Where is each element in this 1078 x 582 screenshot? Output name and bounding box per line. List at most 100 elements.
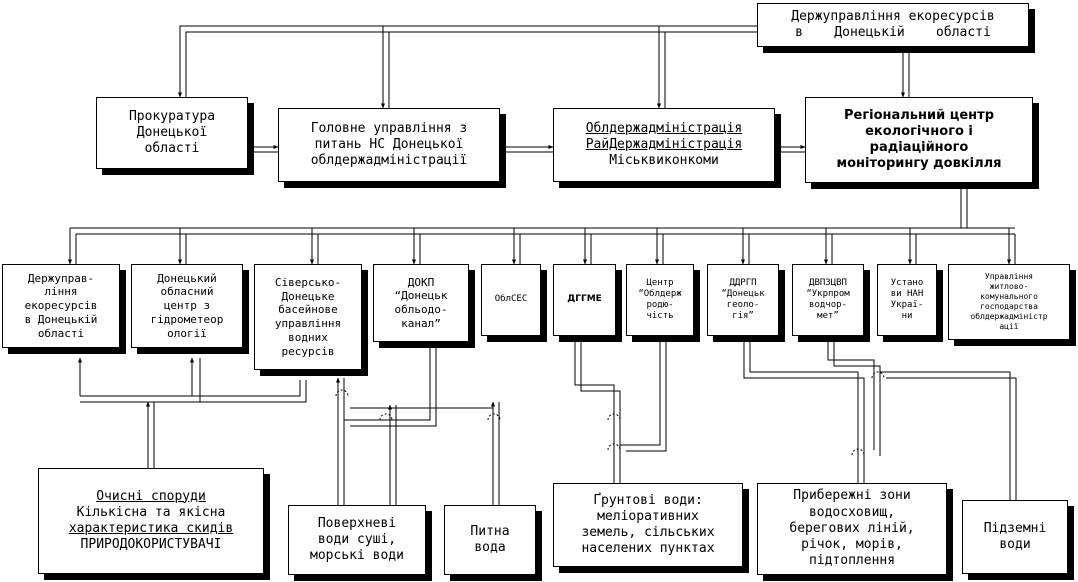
box-text: ви НАН: [890, 288, 924, 299]
box-text: Прокуратура: [128, 108, 216, 124]
box-text: в Донецькій: [24, 312, 98, 326]
box-text: ації: [999, 322, 1019, 331]
box-text: “Донецьк: [394, 289, 448, 303]
box-derzhupr-oblast-top: Держуправління екоресурсів в Донецькій о…: [757, 3, 1029, 47]
box-text: господарства: [980, 302, 1038, 311]
box-text: водосховищ,: [808, 504, 896, 520]
box-text: ОблСЕС: [494, 294, 528, 305]
box-text: морські води: [310, 548, 404, 564]
box-text: геоло-: [726, 300, 760, 310]
box-text: ресурсів: [281, 344, 335, 358]
box-prokuratura: Прокуратура Донецької області: [96, 97, 248, 169]
box-nan-institutions: Устано ви НАН Украї- ни: [877, 264, 937, 336]
box-text: “Донецьк: [721, 288, 765, 299]
box-surface-water: Поверхневі води суші, морські води: [288, 505, 426, 575]
box-text: “Укрпром: [806, 288, 850, 299]
box-text: меліоративних: [597, 508, 699, 524]
box-text: Управління: [984, 272, 1034, 281]
box-ground-water: Ґрунтові води: меліоративних земель, сіл…: [553, 483, 743, 567]
box-coastal-zones: Прибережні зони водосховищ, берегових лі…: [757, 483, 947, 575]
box-text: Украї-: [890, 300, 924, 310]
box-text: центр з: [163, 299, 211, 313]
box-derzhupr-ekoresursiv: Держуправ- ління екоресурсів в Донецькій…: [2, 264, 120, 348]
box-text: питань НС Донецької: [314, 136, 464, 152]
box-text: чість: [646, 311, 674, 322]
box-hydrometeo-center: Донецький обласний центр з гідрометеор о…: [131, 264, 243, 348]
box-drinking-water: Питна вода: [444, 505, 536, 575]
box-text: населених пунктах: [581, 541, 715, 557]
box-text: Кількісна та якісна: [76, 504, 226, 520]
box-text: ПРИРОДОКОРИСТУВАЧІ: [80, 537, 222, 553]
box-text: Донецьке: [281, 289, 335, 303]
box-text: області: [37, 326, 85, 340]
box-text: Устано: [890, 277, 924, 288]
box-text: екоресурсів: [24, 299, 98, 313]
box-text: Прибережні зони: [793, 488, 911, 504]
box-text: річок, морів,: [801, 537, 903, 553]
box-text: обльодо-: [394, 303, 448, 316]
box-text: родю-: [646, 300, 674, 310]
box-obldadministratsiya: Облдержадміністрація РайДержадміністраці…: [553, 108, 775, 182]
box-text: облдержадміністрації: [310, 153, 468, 169]
box-regional-center: Регіональний центр екологічного і радіац…: [805, 97, 1033, 183]
box-text: радіаційного: [869, 140, 969, 155]
box-ddrgp: ДДРГП “Донецьк геоло- гія”: [707, 264, 779, 336]
box-text: управління: [274, 317, 342, 330]
box-oblses: ОблСЕС: [481, 264, 541, 336]
box-dokp: ДОКП “Донецьк обльодо- канал”: [373, 264, 469, 342]
box-text: Очисні споруди: [96, 488, 206, 504]
box-text: ДГГМЕ: [567, 294, 602, 305]
box-text: ни: [901, 311, 913, 322]
box-text: води суші,: [317, 531, 397, 547]
box-text: РайДержадміністрація: [585, 136, 743, 152]
box-text: Сіверсько-: [274, 275, 342, 289]
box-text: Центр: [646, 277, 674, 288]
box-text: гія”: [732, 311, 754, 322]
box-text: облдержадміністр: [970, 312, 1048, 321]
box-text: обласний: [160, 285, 214, 299]
box-text: ління: [44, 285, 78, 299]
box-text: Головне управління з: [310, 120, 468, 136]
box-text: басейнове: [278, 303, 338, 317]
box-text: Донецької: [136, 124, 208, 140]
box-text: Підземні: [983, 520, 1047, 536]
box-holovne-upravlinnya: Головне управління з питань НС Донецької…: [278, 108, 500, 182]
box-text: в Донецькій області: [795, 25, 991, 40]
box-text: Поверхневі: [317, 515, 397, 531]
box-underground-water: Підземні води: [962, 500, 1068, 574]
box-basin-management: Сіверсько- Донецьке басейнове управління…: [254, 264, 362, 370]
box-text: канал”: [401, 316, 441, 330]
box-text: вода: [474, 540, 506, 555]
box-text: берегових ліній,: [789, 520, 915, 536]
box-text: екологічного і: [865, 123, 973, 139]
box-text: Питна: [470, 523, 510, 539]
box-text: характеристика скидів: [68, 521, 234, 536]
wire-top-left: [178, 25, 757, 98]
box-center-rodyuchist: Центр “Облдерж родю- чість: [626, 264, 694, 336]
box-text: мет”: [817, 311, 839, 322]
box-text: земель, сільських: [581, 525, 715, 540]
box-text: ології: [167, 326, 207, 340]
box-text: Ґрунтові води:: [593, 492, 703, 508]
box-text: моніторингу довкілля: [836, 156, 1002, 172]
box-text: області: [144, 141, 200, 157]
box-dggme: ДГГМЕ: [553, 264, 616, 336]
box-text: води: [999, 537, 1031, 552]
box-text: Облдержадміністрація: [585, 120, 743, 136]
box-text: Держуправ-: [27, 271, 95, 285]
box-text: ДДРГП: [729, 277, 757, 288]
box-text: житлово-: [989, 282, 1029, 291]
box-text: водних: [288, 330, 328, 344]
box-text: Донецький: [157, 271, 217, 285]
box-text: “Облдерж: [638, 288, 682, 299]
box-text: Міськвиконкоми: [609, 153, 719, 169]
box-zhkh-management: Управління житлово- комунального господа…: [948, 264, 1070, 340]
box-text: комунального: [980, 292, 1038, 301]
box-text: Держуправління екоресурсів: [791, 8, 995, 24]
box-text: ДВПЗЦВП: [809, 277, 847, 288]
box-text: водчор-: [809, 300, 847, 310]
box-text: ДОКП: [407, 275, 435, 289]
box-treatment-plants: Очисні споруди Кількісна та якісна харак…: [38, 468, 264, 574]
box-text: підтоплення: [808, 553, 896, 569]
